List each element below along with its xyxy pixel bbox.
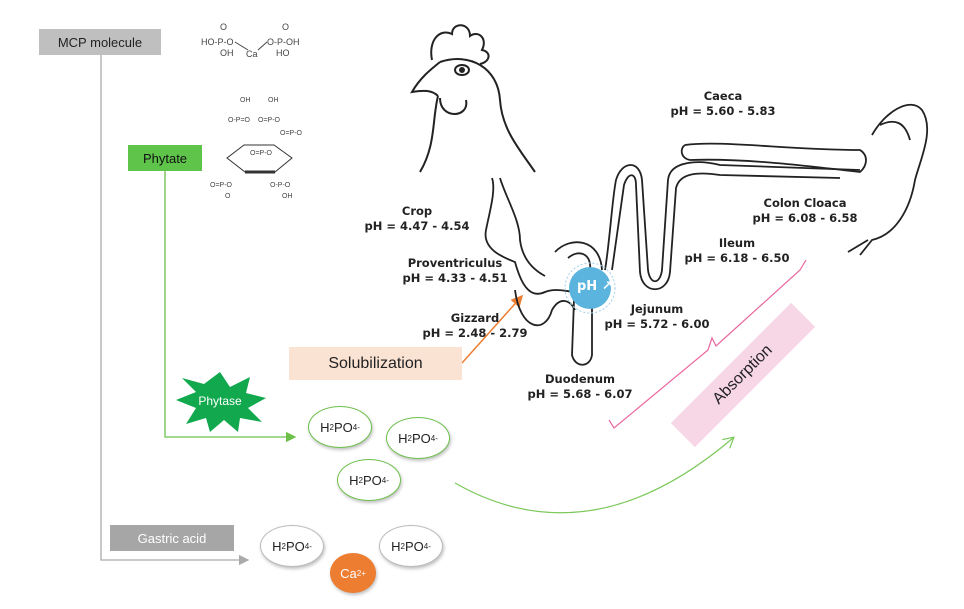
segment-ph: pH = 4.33 - 4.51 — [402, 271, 508, 285]
segment-name: Colon Cloaca — [763, 196, 847, 210]
phytate-structure: OH OH O-P=O O=P-O O=P-O O=P-O O=P-O O-P-O O OH — [210, 97, 303, 200]
rooster-body-drawing — [847, 103, 928, 256]
absorption-arrow — [454, 438, 733, 514]
segment-name: Crop — [401, 204, 433, 218]
svg-text:HO: HO — [276, 48, 290, 58]
ph-badge-ring — [564, 262, 616, 314]
svg-text:OH: OH — [240, 97, 251, 104]
segment-ph: pH = 6.08 - 6.58 — [752, 211, 858, 225]
chicken-head-drawing — [410, 24, 536, 173]
svg-text:O=P-O: O=P-O — [210, 182, 233, 189]
mcp-molecule-box: MCP molecule — [39, 29, 161, 55]
svg-text:O=P-O: O=P-O — [250, 150, 273, 157]
phytate-connector — [164, 171, 297, 443]
gastric-acid-box: Gastric acid — [110, 525, 234, 551]
svg-text:O=P-O: O=P-O — [258, 117, 281, 124]
svg-text:O-P=O: O-P=O — [228, 117, 251, 124]
svg-text:O-P-O: O-P-O — [270, 182, 291, 189]
phytase-label: Phytase — [198, 394, 242, 408]
segment-name: Jejunum — [630, 302, 684, 316]
solubilization-box: Solubilization — [289, 347, 462, 380]
ph-badge — [569, 267, 611, 309]
ph-text: pH — [577, 279, 598, 294]
svg-text:OH: OH — [268, 97, 279, 104]
segment-name: Duodenum — [544, 372, 616, 386]
ph-badge-text: pH ↗ — [577, 279, 613, 294]
gi-tract-drawing — [484, 142, 867, 366]
segment-name: Proventriculus — [407, 256, 503, 270]
segment-name: Caeca — [703, 89, 743, 103]
phytate-box: Phytate — [128, 145, 202, 171]
svg-text:O: O — [220, 22, 227, 32]
segment-ph: pH = 5.68 - 6.07 — [527, 387, 633, 401]
svg-text:O: O — [225, 193, 231, 200]
segment-name: Gizzard — [450, 311, 500, 325]
svg-text:OH: OH — [220, 48, 234, 58]
arrow-up-right-icon: ↗ — [601, 279, 613, 294]
svg-text:O: O — [282, 22, 289, 32]
svg-text:Ca: Ca — [246, 49, 258, 59]
mcp-connector — [100, 55, 250, 566]
segment-name: Ileum — [718, 236, 756, 250]
segment-ph: pH = 2.48 - 2.79 — [422, 326, 528, 340]
svg-text:OH: OH — [282, 193, 293, 200]
svg-text:O=P-O: O=P-O — [280, 130, 303, 137]
mcp-structure: HO-P-O O OH Ca O-P-OH O HO — [201, 22, 300, 59]
segment-ph: pH = 5.72 - 6.00 — [604, 317, 710, 331]
segment-ph: pH = 4.47 - 4.54 — [364, 219, 470, 233]
segment-ph: pH = 5.60 - 5.83 — [670, 104, 776, 118]
phytase-burst — [176, 372, 266, 432]
svg-text:HO-P-O: HO-P-O — [201, 37, 234, 47]
solubilization-arrow — [461, 294, 524, 364]
svg-text:O-P-OH: O-P-OH — [267, 37, 300, 47]
segment-ph: pH = 6.18 - 6.50 — [684, 251, 790, 265]
absorption-bracket — [608, 259, 807, 429]
